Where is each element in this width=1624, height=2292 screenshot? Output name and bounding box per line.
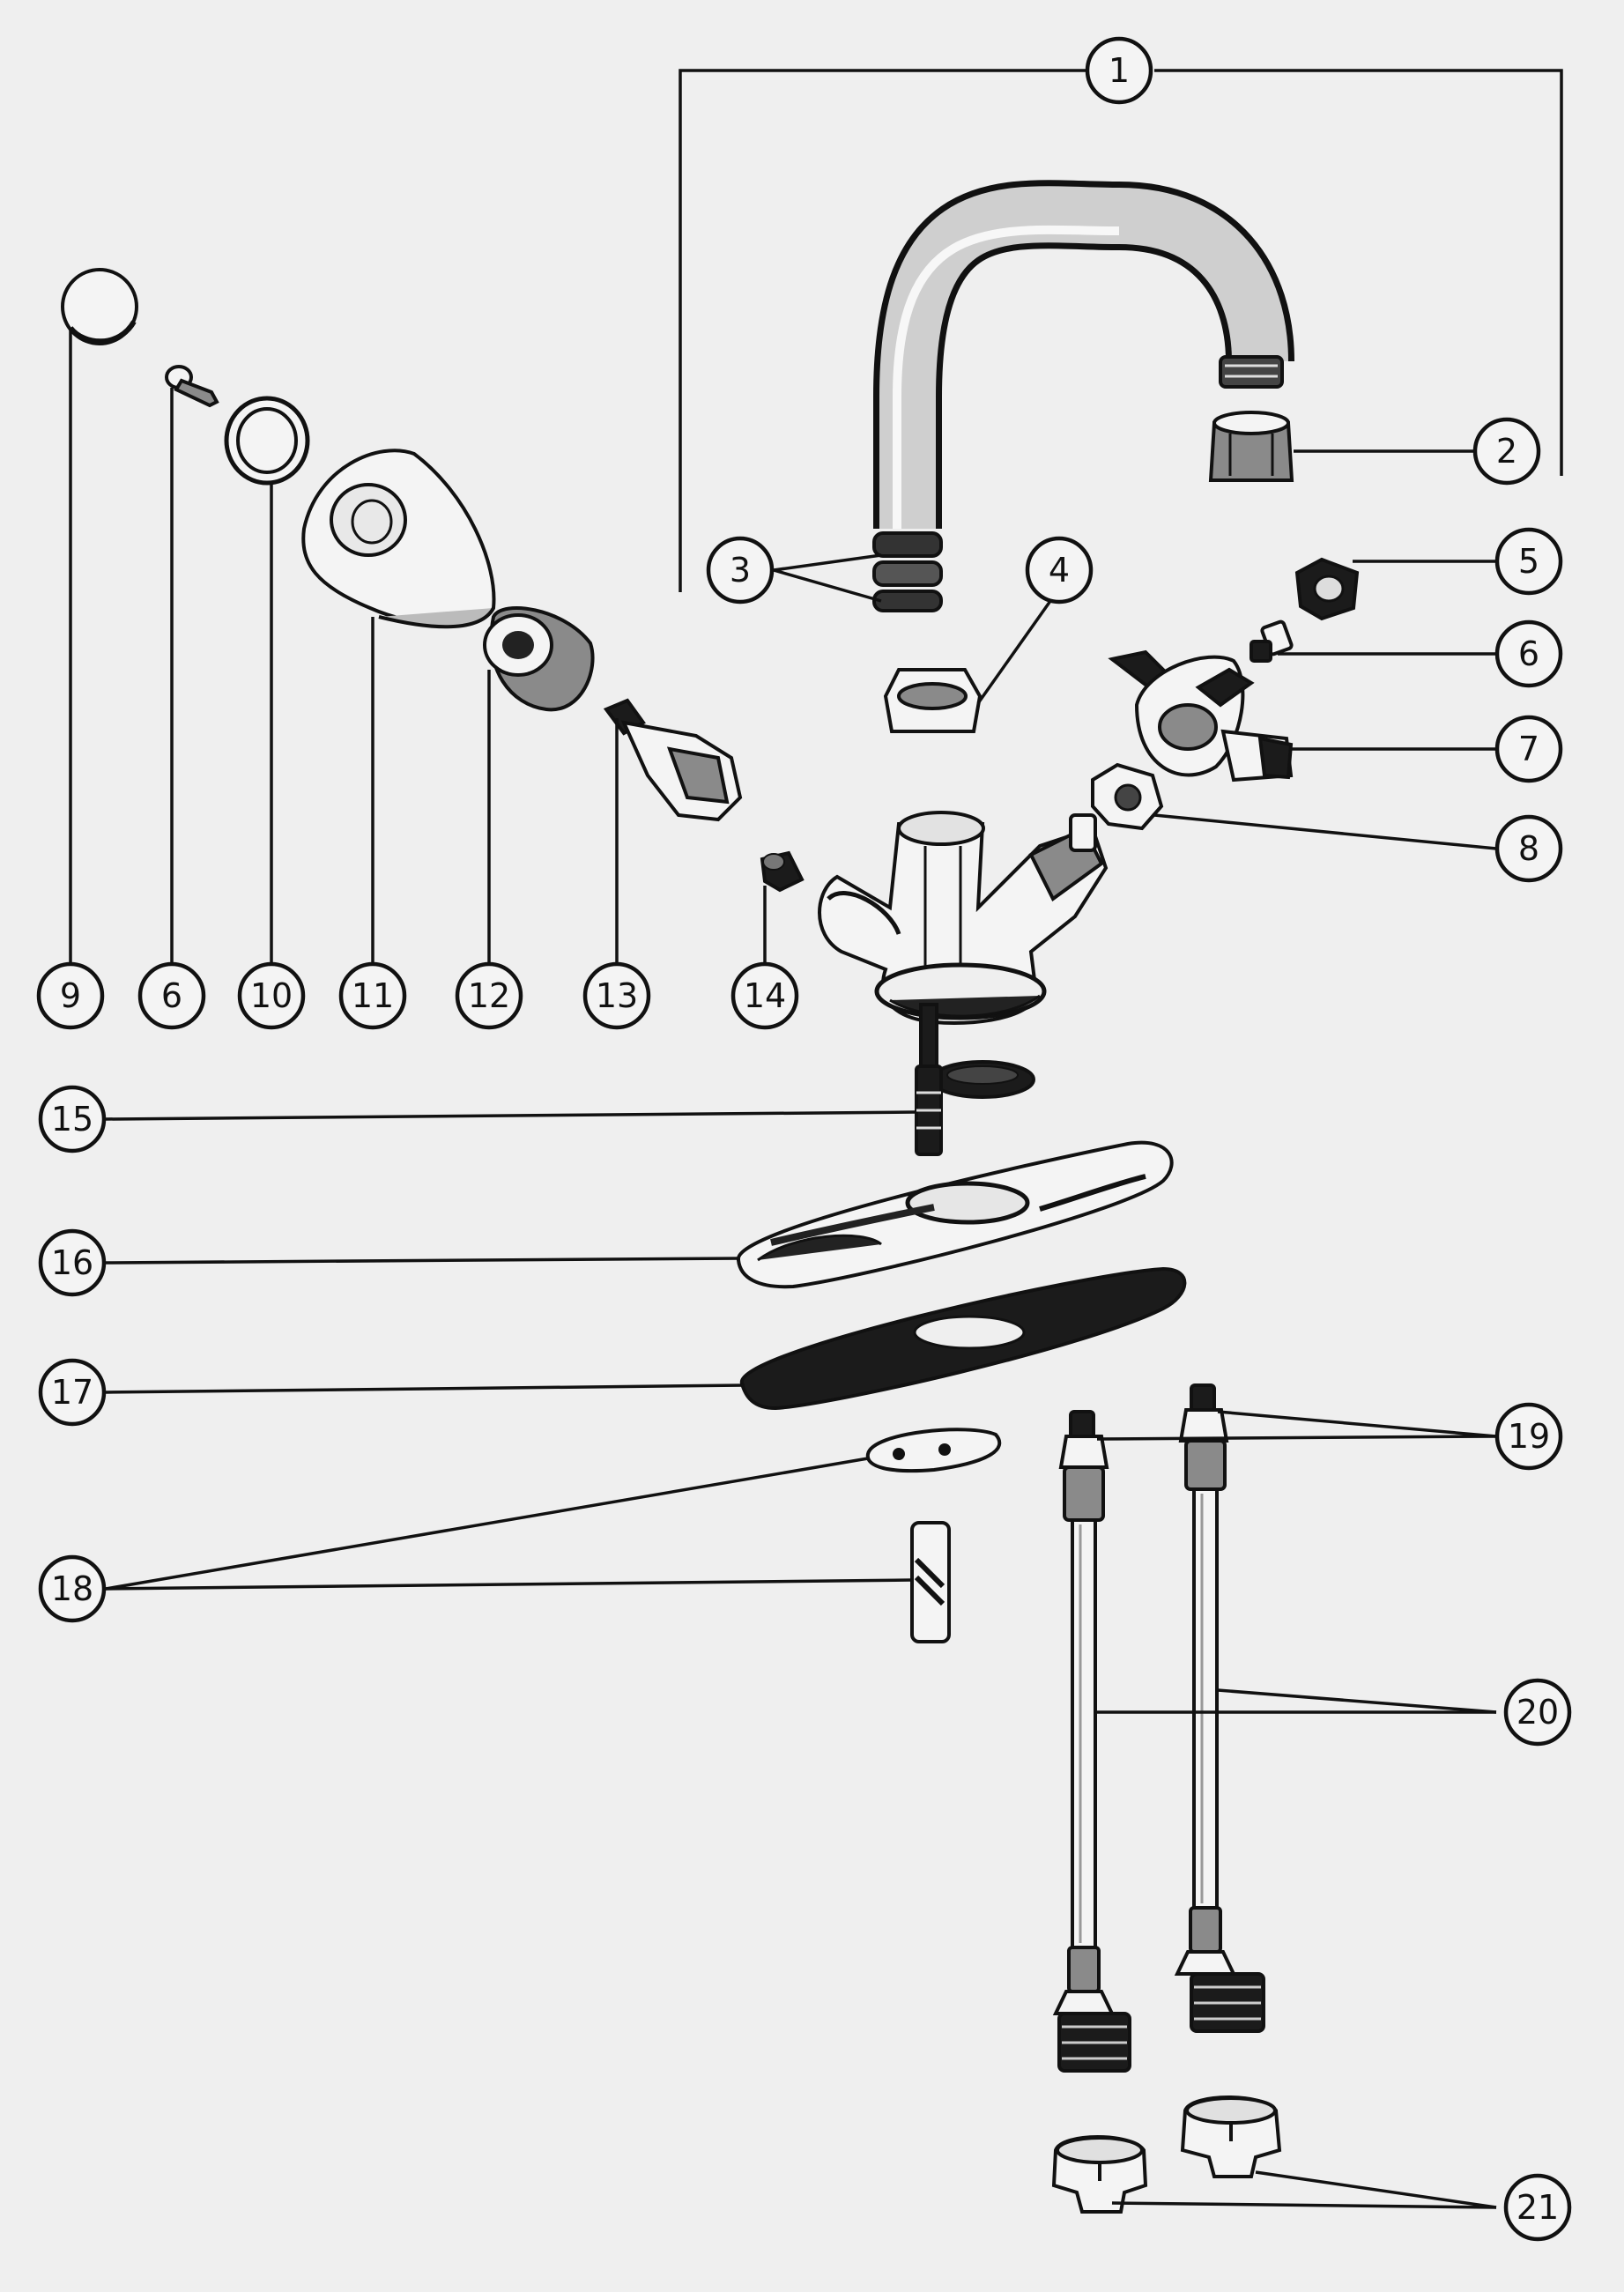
part-coupling-nut-right bbox=[1180, 2095, 1282, 2178]
callout-6-left-label: 6 bbox=[161, 976, 182, 1015]
callout-11: 11 bbox=[338, 961, 407, 1030]
callout-16: 16 bbox=[38, 1228, 107, 1297]
leader-lines bbox=[69, 69, 1563, 2209]
callout-4: 4 bbox=[1025, 536, 1094, 605]
callout-5-label: 5 bbox=[1518, 542, 1539, 581]
callout-17: 17 bbox=[38, 1358, 107, 1427]
part-cartridge bbox=[603, 698, 743, 822]
callout-3: 3 bbox=[706, 536, 775, 605]
callout-14-label: 14 bbox=[744, 976, 786, 1015]
callout-16-label: 16 bbox=[51, 1243, 93, 1282]
part-bushing bbox=[483, 606, 595, 712]
callout-1: 1 bbox=[1085, 36, 1153, 105]
callout-7: 7 bbox=[1494, 715, 1563, 783]
callout-8: 8 bbox=[1494, 814, 1563, 883]
callout-13: 13 bbox=[582, 961, 651, 1030]
callout-15: 15 bbox=[38, 1085, 107, 1153]
callout-13-label: 13 bbox=[596, 976, 638, 1015]
callout-18: 18 bbox=[38, 1554, 107, 1623]
part-supply-tube-left bbox=[1052, 1410, 1131, 2073]
part-screw-left bbox=[165, 365, 219, 408]
callout-6-right-label: 6 bbox=[1518, 634, 1539, 673]
part-plate-gasket bbox=[739, 1266, 1187, 1411]
part-escutcheon-plate bbox=[737, 1140, 1174, 1289]
callout-20: 20 bbox=[1503, 1678, 1572, 1747]
callout-2-label: 2 bbox=[1496, 432, 1517, 471]
callout-5: 5 bbox=[1494, 527, 1563, 596]
part-supply-tube-right bbox=[1174, 1383, 1265, 2033]
part-screw-right bbox=[1250, 619, 1294, 663]
callout-12: 12 bbox=[455, 961, 523, 1030]
part-bonnet-nut bbox=[1091, 762, 1164, 831]
callout-4-label: 4 bbox=[1049, 551, 1070, 590]
part-gasket-stud bbox=[915, 1003, 1035, 1156]
callout-10-label: 10 bbox=[250, 976, 293, 1015]
part-mounting-bracket bbox=[865, 1428, 1002, 1473]
part-ring bbox=[224, 396, 310, 486]
callout-10: 10 bbox=[237, 961, 306, 1030]
part-spout-nut bbox=[883, 668, 983, 733]
part-lever-handle bbox=[1108, 649, 1294, 783]
callout-20-label: 20 bbox=[1516, 1693, 1559, 1732]
part-button-cap bbox=[61, 268, 138, 345]
callout-15-label: 15 bbox=[51, 1100, 93, 1139]
callout-21: 21 bbox=[1503, 2173, 1572, 2242]
part-coupling-nut-left bbox=[1051, 2135, 1148, 2214]
part-aerator bbox=[1208, 411, 1294, 482]
part-knob-handle bbox=[301, 449, 496, 629]
callout-7-label: 7 bbox=[1518, 730, 1539, 768]
callout-3-label: 3 bbox=[730, 551, 751, 590]
part-mounting-sleeve bbox=[910, 1521, 951, 1643]
callout-11-label: 11 bbox=[352, 976, 394, 1015]
callout-6-right: 6 bbox=[1494, 619, 1563, 688]
callout-14: 14 bbox=[730, 961, 799, 1030]
callout-21-label: 21 bbox=[1516, 2188, 1559, 2227]
callout-9-label: 9 bbox=[60, 976, 81, 1015]
callout-9: 9 bbox=[36, 961, 105, 1030]
part-insert bbox=[760, 850, 805, 893]
callout-1-label: 1 bbox=[1109, 51, 1130, 90]
callout-12-label: 12 bbox=[468, 976, 510, 1015]
callouts: 1 2 3 4 5 6 7 8 bbox=[36, 36, 1572, 2242]
callout-17-label: 17 bbox=[51, 1373, 93, 1412]
callout-6-left: 6 bbox=[137, 961, 206, 1030]
callout-18-label: 18 bbox=[51, 1569, 93, 1608]
callout-8-label: 8 bbox=[1518, 829, 1539, 868]
part-cap bbox=[1294, 557, 1360, 621]
callout-19: 19 bbox=[1494, 1402, 1563, 1471]
callout-19-label: 19 bbox=[1508, 1417, 1550, 1456]
part-spout bbox=[872, 180, 1294, 612]
part-faucet-body bbox=[818, 811, 1109, 1025]
callout-2: 2 bbox=[1472, 417, 1541, 486]
